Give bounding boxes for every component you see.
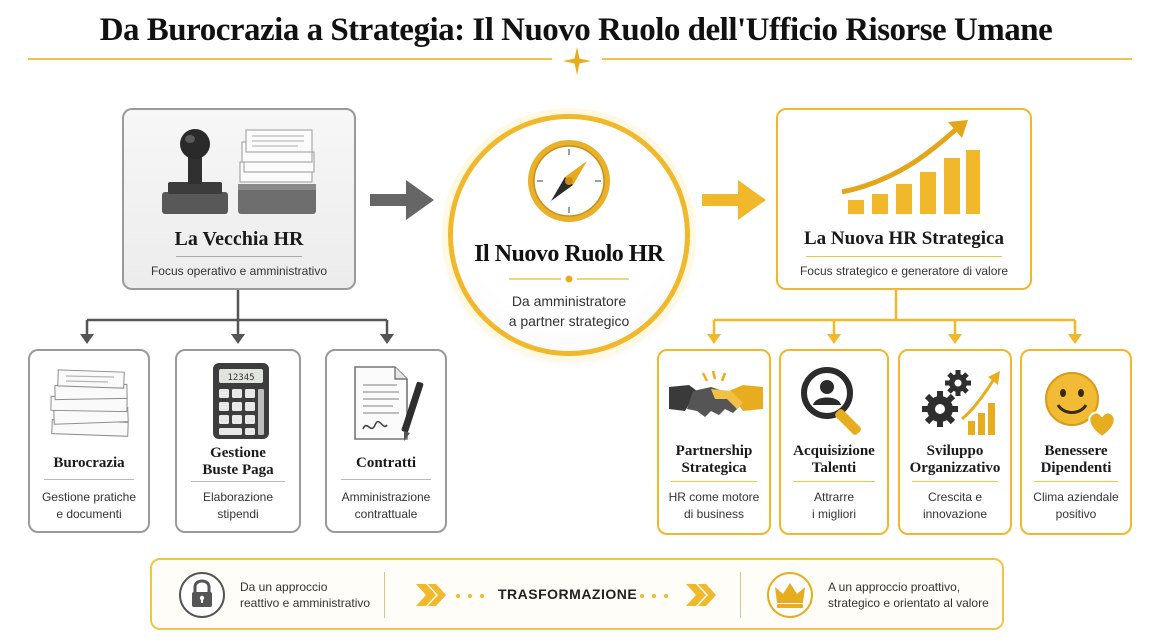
growth-chart-icon: [841, 120, 980, 214]
compass-icon: [528, 140, 610, 222]
stamp-and-papers-icon: [162, 129, 316, 214]
title-rule-left: [28, 58, 552, 60]
magnifier-person-icon: [801, 367, 861, 435]
sparkle-icon: [563, 47, 591, 75]
double-chevron-icon: [686, 584, 716, 606]
card-acquisizione: Acquisizione Talenti Attrarre i migliori: [779, 349, 889, 535]
dots: [456, 594, 484, 598]
divider: [44, 479, 134, 480]
divider: [384, 572, 385, 618]
page-title: Da Burocrazia a Strategia: Il Nuovo Ruol…: [99, 12, 1053, 48]
divider: [341, 479, 431, 480]
card-sviluppo: Sviluppo Organizzativo Crescita e innova…: [898, 349, 1012, 535]
old-hr-title: La Vecchia HR: [174, 228, 304, 250]
old-hr-card: La Vecchia HR Focus operativo e amminist…: [122, 108, 356, 290]
banner-left-text: Da un approccio reattivo e amministrativ…: [240, 580, 371, 610]
transformation-banner: Da un approccio reattivo e amministrativ…: [150, 558, 1004, 630]
divider: [912, 481, 998, 482]
divider: [806, 256, 1002, 257]
lock-icon: [179, 572, 225, 618]
card-buste-paga: 12345 Gestione Buste Paga Elaborazione s…: [175, 349, 301, 533]
divider: [793, 481, 875, 482]
divider: [671, 481, 757, 482]
svg-text:12345: 12345: [227, 373, 254, 383]
arrow-right-gray-icon: [370, 180, 434, 220]
sviluppo-title: Sviluppo Organizzativo: [909, 443, 1001, 476]
partnership-description: HR come motore di business: [668, 490, 760, 521]
contract-pen-icon: [354, 366, 424, 441]
divider: [176, 256, 302, 257]
acquisizione-title: Acquisizione Talenti: [793, 443, 875, 476]
card-benessere: Benessere Dipendenti Clima aziendale pos…: [1020, 349, 1132, 535]
dots: [640, 594, 668, 598]
partnership-title: Partnership Strategica: [675, 443, 753, 476]
handshake-icon: [669, 370, 763, 417]
contratti-description: Amministrazione contrattuale: [341, 490, 431, 521]
gears-growth-icon: [922, 370, 1000, 435]
divider: [740, 572, 741, 618]
card-partnership: Partnership Strategica HR come motore di…: [657, 349, 771, 535]
new-hr-description: Focus strategico e generatore di valore: [799, 264, 1009, 278]
contratti-title: Contratti: [356, 455, 416, 471]
banner-right-text: A un approccio proattivo, strategico e o…: [828, 580, 989, 610]
benessere-title: Benessere Dipendenti: [1040, 443, 1112, 476]
calculator-icon: 12345: [213, 363, 269, 439]
banner-middle-label: TRASFORMAZIONE: [498, 586, 638, 602]
new-role-circle: Il Nuovo Ruolo HR Da amministratore a pa…: [448, 114, 690, 356]
divider: [191, 481, 285, 482]
new-role-title: Il Nuovo Ruolo HR: [474, 241, 664, 267]
card-contratti: Contratti Amministrazione contrattuale: [325, 349, 447, 533]
buste-paga-title: Gestione Buste Paga: [202, 445, 274, 478]
burocrazia-title: Burocrazia: [53, 455, 125, 471]
paper-stack-icon: [50, 369, 129, 437]
double-chevron-icon: [416, 584, 446, 606]
title-rule-right: [602, 58, 1132, 60]
sviluppo-description: Crescita e innovazione: [922, 490, 988, 521]
smiley-heart-icon: [1045, 372, 1116, 439]
divider-dot: [509, 275, 629, 283]
acquisizione-description: Attrarre i migliori: [811, 490, 856, 521]
divider: [1034, 481, 1118, 482]
crown-icon: [767, 572, 813, 618]
new-hr-card: La Nuova HR Strategica Focus strategico …: [776, 108, 1032, 290]
new-role-description: Da amministratore a partner strategico: [508, 293, 630, 329]
burocrazia-description: Gestione pratiche e documenti: [41, 490, 137, 521]
buste-paga-description: Elaborazione stipendi: [202, 490, 274, 521]
new-hr-title: La Nuova HR Strategica: [803, 228, 1004, 249]
old-hr-description: Focus operativo e amministrativo: [150, 264, 328, 278]
benessere-description: Clima aziendale positivo: [1033, 490, 1119, 521]
arrow-right-gold-icon: [702, 180, 766, 220]
card-burocrazia: Burocrazia Gestione pratiche e documenti: [28, 349, 150, 533]
